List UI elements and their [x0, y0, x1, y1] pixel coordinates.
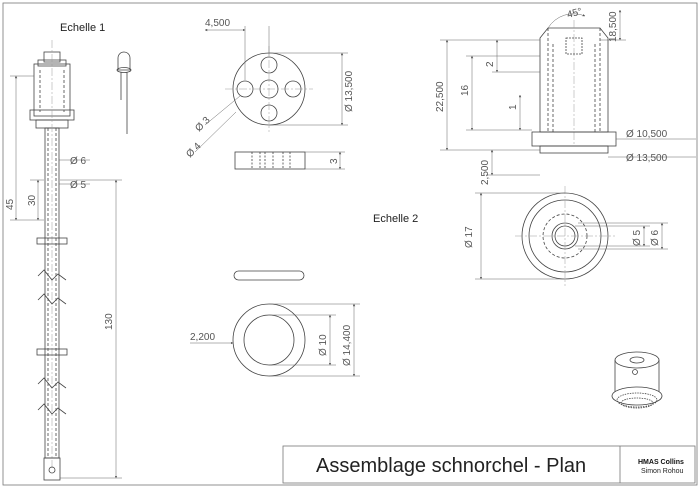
dim-2: 2 [485, 61, 496, 67]
project-name: HMAS Collins [638, 459, 684, 466]
cap-top-dimensions [475, 192, 668, 280]
dim-16: 16 [460, 84, 471, 96]
dim-1: 1 [508, 104, 519, 110]
cap-side-view [531, 20, 617, 154]
disc-top-dimensions [194, 26, 348, 153]
dim-d6: Ø 6 [70, 156, 87, 167]
dim-washer-width: 2,200 [190, 332, 215, 343]
cap-top-view [515, 186, 615, 286]
dim-d17: Ø 17 [464, 226, 475, 248]
disc-top-view [225, 46, 313, 132]
scale-label-1: Echelle 1 [60, 22, 105, 34]
dim-d10: Ø 10 [318, 334, 329, 356]
drawing-title: Assemblage schnorchel - Plan [316, 455, 586, 477]
title-block [282, 445, 696, 484]
dim-thickness: 3 [329, 158, 340, 164]
dim-d5-cap: Ø 5 [632, 229, 643, 246]
dim-d3: Ø 3 [193, 115, 212, 134]
dim-d13-5-cap: Ø 13,500 [626, 153, 668, 164]
washer-dimensions [190, 303, 360, 377]
scale-label-2: Echelle 2 [373, 213, 418, 225]
dim-d4: Ø 4 [184, 141, 203, 160]
led-iso-sketch [116, 51, 132, 134]
long-assembly-view [29, 40, 75, 481]
cap-side-dimensions [440, 9, 696, 176]
author-name: Simon Rohou [641, 468, 684, 475]
dim-22-5: 22,500 [435, 81, 446, 112]
dim-d5: Ø 5 [70, 180, 87, 191]
dim-130: 130 [104, 313, 115, 330]
disc-side-view [234, 151, 306, 170]
cap-isometric-view [611, 351, 663, 409]
dim-d10-5: Ø 10,500 [626, 129, 668, 140]
dim-18-5: 18,500 [608, 11, 619, 42]
dim-30: 30 [27, 194, 38, 206]
dim-pitch: 4,500 [205, 18, 230, 29]
long-view-dimensions [10, 75, 122, 479]
dim-d6-cap: Ø 6 [650, 229, 661, 246]
washer-side-view [233, 270, 305, 281]
dim-45: 45 [5, 198, 16, 210]
dim-d14-4: Ø 14,400 [342, 324, 353, 366]
dim-d13-5-top: Ø 13,500 [344, 70, 355, 112]
dim-2-5: 2,500 [480, 160, 491, 185]
dim-45deg: 45° [566, 6, 583, 21]
